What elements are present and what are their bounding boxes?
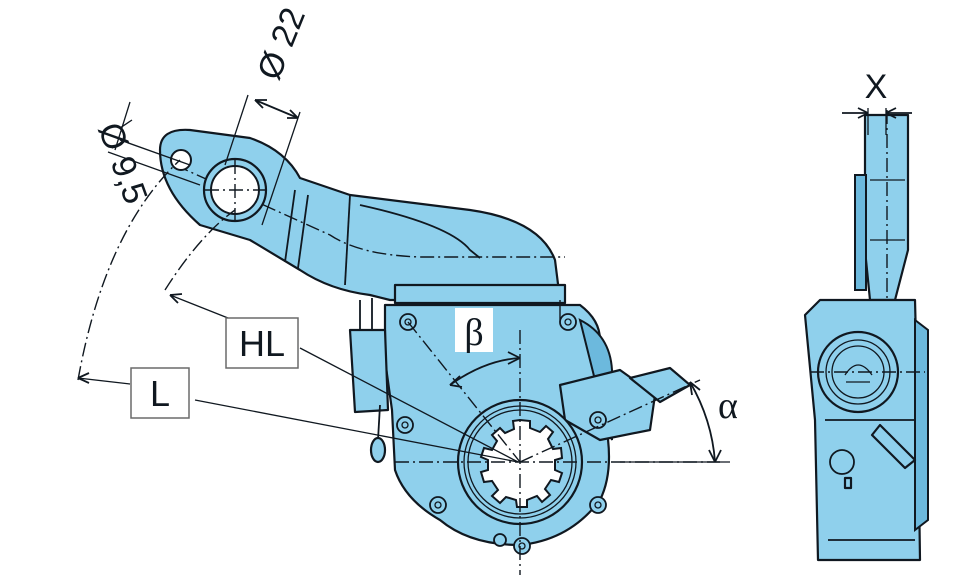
bore-diameter-label: Ø 22 — [250, 2, 313, 85]
spline-bore — [479, 418, 564, 508]
pin-hole — [170, 149, 192, 171]
pin-hole-diameter-label: Ø 9,5 — [90, 118, 154, 209]
front-view: Ø 9,5 Ø 22 HL L β α — [77, 2, 738, 575]
hl-label-box — [225, 317, 299, 369]
beta-angle-label: β — [464, 312, 483, 354]
l-label: L — [150, 373, 170, 414]
alpha-angle-label: α — [718, 385, 738, 427]
l-label-box — [130, 367, 190, 419]
width-x-label: X — [865, 68, 888, 106]
side-view: X — [803, 68, 929, 562]
hl-label: HL — [239, 323, 285, 364]
